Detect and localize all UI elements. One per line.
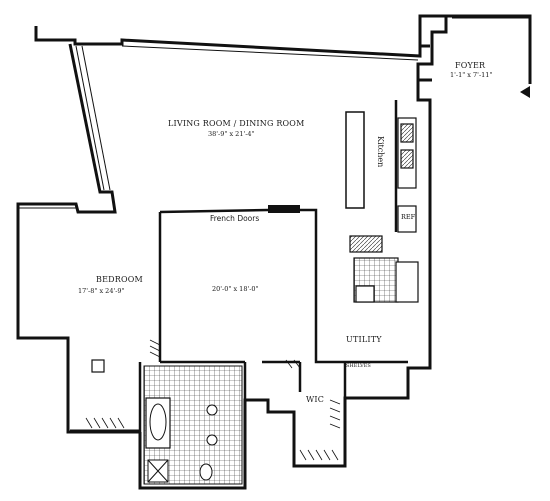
interior-walls [138, 100, 408, 432]
center-room-dims: 20'-0" x 18'-0" [212, 285, 259, 293]
french-doors [268, 205, 300, 213]
entry-arrow [520, 86, 530, 98]
ref-label: REF [401, 213, 416, 221]
french-doors-label: French Doors [210, 214, 260, 223]
shelves-label: SHELVES [346, 363, 371, 369]
exterior-walls [16, 14, 532, 490]
bathroom [143, 365, 243, 485]
living-label: LIVING ROOM / DINING ROOM [168, 119, 305, 128]
bedroom-dims: 17'-8" x 24'-9" [78, 287, 125, 295]
bedroom-label: BEDROOM [96, 275, 143, 284]
column [91, 359, 105, 373]
wic-label: WIC [306, 395, 325, 404]
foyer-dims: 1'-1" x 7'-11" [450, 71, 493, 79]
windows [18, 17, 530, 431]
kitchen-label: Kitchen [376, 136, 385, 168]
living-dims: 38'-9" x 21'-4" [208, 130, 255, 138]
kitchen-counters [397, 117, 417, 233]
closet-rods [85, 339, 341, 461]
utility-appliances [349, 235, 419, 303]
kitchen-island [345, 111, 365, 209]
foyer-label: FOYER [455, 61, 486, 70]
utility-label: UTILITY [346, 335, 382, 344]
